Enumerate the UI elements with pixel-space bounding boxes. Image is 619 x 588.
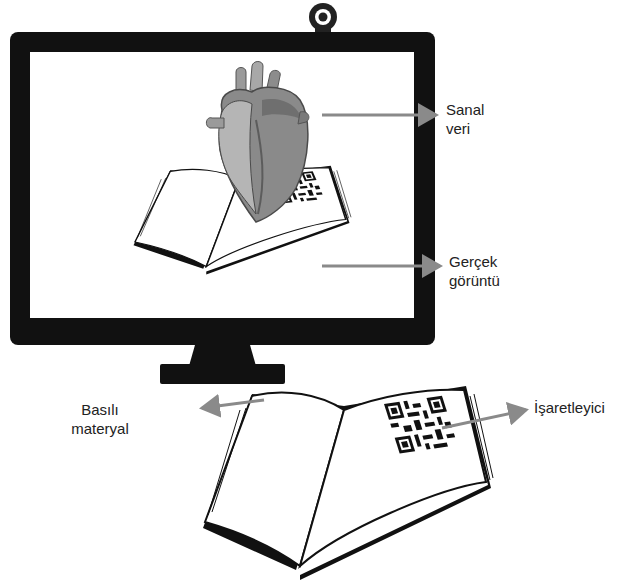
monitor-frame bbox=[10, 32, 435, 345]
monitor-base bbox=[160, 364, 285, 384]
printed-book bbox=[203, 386, 493, 580]
webcam-lens bbox=[319, 13, 328, 22]
virtual-heart bbox=[206, 62, 309, 223]
callout-label: İşaretleyici bbox=[534, 398, 619, 417]
monitor-screen bbox=[30, 52, 414, 318]
leader-arrow bbox=[322, 265, 440, 268]
callout-label: Sanal veri bbox=[446, 100, 498, 138]
leader-arrow bbox=[322, 114, 436, 117]
webcam-lens-ring bbox=[315, 9, 331, 25]
webcam bbox=[309, 3, 337, 31]
callout-label: Basılı materyal bbox=[60, 400, 140, 438]
leader-arrow bbox=[442, 410, 526, 428]
monitor-neck bbox=[189, 345, 256, 366]
leader-arrow bbox=[202, 400, 264, 408]
callout-label: Gerçek görüntü bbox=[449, 252, 513, 290]
